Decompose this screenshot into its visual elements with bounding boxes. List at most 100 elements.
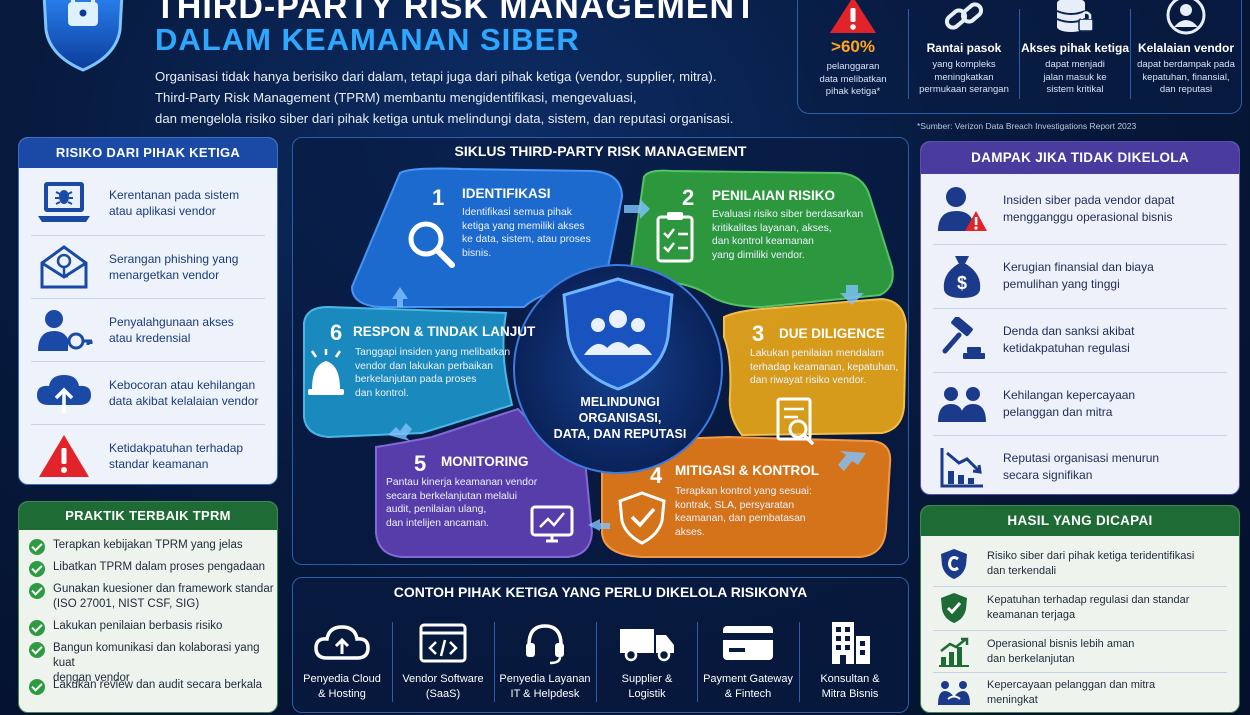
money-bag-icon: $	[943, 256, 981, 298]
shield-lock-icon	[42, 0, 124, 72]
shield-check-icon	[618, 491, 666, 545]
results-title: HASIL YANG DICAPAI	[921, 506, 1239, 536]
step-4-title: MITIGASI & KONTROL	[675, 463, 819, 478]
example-logistics: Supplier &Logistik	[597, 620, 697, 702]
magnifier-icon	[408, 221, 455, 268]
document-search-icon	[776, 397, 814, 445]
best-practice-item: Gunakan kuesioner dan framework standar(…	[29, 582, 274, 612]
step-1-number: 1	[432, 185, 445, 210]
check-circle-icon	[29, 539, 45, 555]
page-title: THIRD-PARTY RISK MANAGEMENT	[155, 0, 757, 26]
result-item: Risiko siber dari pihak ketiga teridenti…	[921, 543, 1239, 585]
monitor-chart-icon	[530, 505, 574, 543]
step-6-number: 6	[330, 320, 343, 345]
best-practices-panel: PRAKTIK TERBAIK TPRM Terapkan kebijakan …	[18, 501, 278, 713]
step-5-title: MONITORING	[441, 454, 529, 469]
headset-icon	[526, 624, 564, 665]
examples-panel	[292, 577, 909, 713]
handshake-icon	[938, 681, 970, 705]
best-practice-item: Libatkan TPRM dalam proses pengadaan	[29, 560, 274, 577]
shield-check-icon	[941, 593, 967, 623]
cycle-segment-3	[723, 297, 908, 437]
page-subtitle: DALAM KEAMANAN SIBER	[155, 22, 580, 57]
vendor-user-icon	[1166, 0, 1206, 35]
chain-link-icon	[944, 2, 984, 30]
step-5-number: 5	[414, 451, 427, 476]
warning-icon	[39, 435, 89, 477]
chart-down-icon	[940, 448, 983, 488]
user-alert-icon	[938, 187, 987, 231]
svg-text:$: $	[957, 273, 967, 293]
phishing-mail-icon	[40, 245, 88, 289]
step-4-text: Terapkan kontrol yang sesuai:kontrak, SL…	[675, 486, 812, 538]
cycle-segment-6	[303, 305, 514, 439]
gavel-icon	[942, 317, 985, 359]
example-consultant: Konsultan &Mitra Bisnis	[800, 620, 900, 702]
chart-up-icon	[939, 637, 969, 667]
user-key-icon	[38, 310, 93, 351]
best-practice-item: Terapkan kebijakan TPRM yang jelas	[29, 538, 274, 555]
cycle-segment-5	[375, 407, 594, 558]
risks-title: RISIKO DARI PIHAK KETIGA	[19, 138, 277, 168]
database-lock-icon	[1056, 0, 1094, 32]
step-2-number: 2	[682, 185, 695, 210]
best-practices-title: PRAKTIK TERBAIK TPRM	[19, 502, 277, 530]
clipboard-check-icon	[656, 212, 694, 263]
alarm-bell-icon	[308, 349, 344, 395]
best-practice-item: Bangun komunikasi dan kolaborasi yang ku…	[29, 641, 274, 686]
impact-title: DAMPAK JIKA TIDAK DIKELOLA	[921, 142, 1239, 174]
step-4-number: 4	[650, 463, 663, 488]
step-1-title: IDENTIFIKASI	[462, 186, 551, 201]
code-window-icon	[419, 623, 467, 663]
example-saas: Vendor Software(SaaS)	[393, 620, 493, 702]
step-3-number: 3	[752, 321, 765, 346]
best-practice-item: Lakukan penilaian berbasis risiko	[29, 619, 274, 636]
cycle-diagram	[303, 167, 908, 558]
check-circle-icon	[29, 642, 45, 658]
warning-icon	[830, 0, 876, 33]
examples-title: CONTOH PIHAK KETIGA YANG PERLU DIKELOLA …	[393, 584, 808, 600]
people-icon	[938, 387, 986, 422]
laptop-bug-icon	[38, 182, 90, 222]
example-payment: Payment Gateway& Fintech	[698, 620, 798, 702]
cycle-segment-2	[628, 169, 894, 309]
best-practice-item: Lakukan review dan audit secara berkala	[29, 678, 274, 695]
step-6-title: RESPON & TINDAK LANJUT	[353, 324, 536, 339]
cycle-arrows	[388, 199, 866, 531]
check-circle-icon	[29, 561, 45, 577]
step-3-title: DUE DILIGENCE	[779, 326, 885, 341]
shield-c-icon	[941, 549, 967, 579]
check-circle-icon	[29, 583, 45, 599]
cloud-upload-icon	[37, 375, 91, 413]
source-note: *Sumber: Verizon Data Breach Investigati…	[917, 121, 1137, 131]
building-icon	[832, 622, 870, 664]
example-cloud: Penyedia Cloud& Hosting	[292, 620, 392, 702]
credit-card-icon	[723, 626, 773, 660]
cloud-icon	[314, 625, 370, 660]
risks-panel: RISIKO DARI PIHAK KETIGA Kerentanan pada…	[18, 137, 278, 485]
check-circle-icon	[29, 620, 45, 636]
truck-icon	[620, 629, 674, 662]
